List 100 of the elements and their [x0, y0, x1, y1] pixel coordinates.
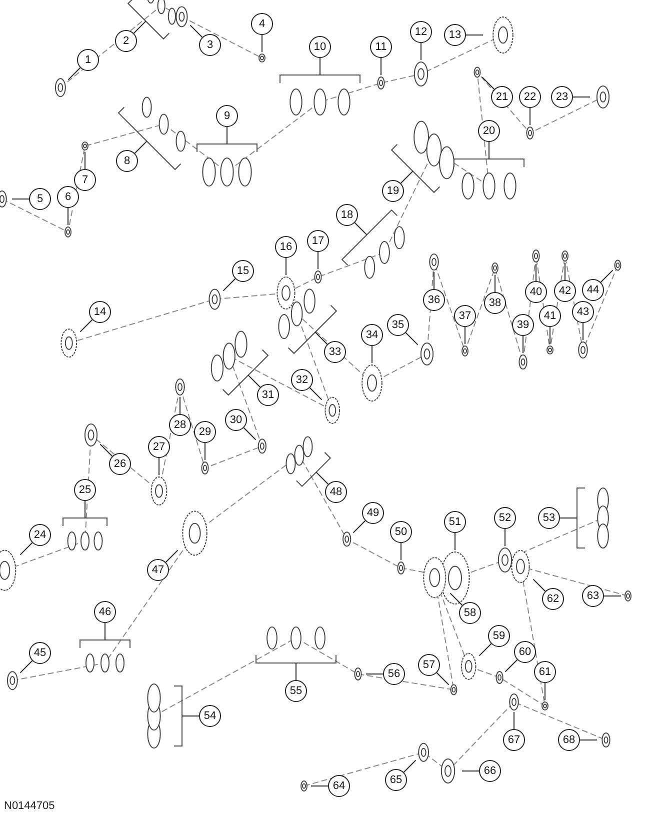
callout-number: 44 — [582, 279, 604, 301]
leader-line — [100, 444, 113, 457]
callout-number: 64 — [328, 775, 350, 797]
leader-line — [165, 550, 178, 563]
callout-number: 12 — [410, 21, 432, 43]
leader-line — [482, 76, 495, 90]
callout-number: 26 — [109, 453, 131, 475]
leader-line — [420, 42, 422, 60]
leader-line — [478, 643, 492, 656]
leader-line — [20, 542, 33, 556]
leader-line — [405, 332, 418, 346]
leader-line — [454, 532, 456, 550]
callout-number: 65 — [385, 769, 407, 791]
leader-line — [309, 387, 322, 400]
callout-number: 47 — [147, 559, 169, 581]
callout-number: 35 — [387, 314, 409, 336]
callout-number: 19 — [382, 180, 404, 202]
callout-number: 58 — [459, 602, 481, 624]
callout-number: 5 — [29, 188, 51, 210]
callout-number: 56 — [383, 663, 405, 685]
callout-number: 68 — [558, 729, 580, 751]
leader-line — [504, 528, 506, 546]
leader-line — [582, 322, 584, 340]
callout-number: 33 — [324, 341, 346, 363]
leader-line — [134, 140, 148, 154]
leader-line — [462, 770, 480, 772]
leader-line — [488, 142, 490, 160]
callout-number: 57 — [418, 654, 440, 676]
leader-line — [564, 262, 566, 280]
leader-line — [450, 592, 463, 606]
callout-number: 54 — [199, 705, 221, 727]
leader-line — [354, 222, 368, 236]
callout-number: 11 — [370, 36, 392, 58]
callout-number: 21 — [491, 86, 513, 108]
leader-line — [504, 659, 518, 672]
callout-number: 2 — [115, 30, 137, 52]
callout-number: 67 — [503, 729, 525, 751]
leader-line — [222, 278, 236, 292]
callout-number: 38 — [484, 292, 506, 314]
callout-number: 27 — [148, 436, 170, 458]
leader-line — [12, 198, 30, 200]
callout-number: 20 — [478, 120, 500, 142]
callout-number: 15 — [232, 260, 254, 282]
callout-number: 51 — [444, 511, 466, 533]
callout-number: 10 — [309, 36, 331, 58]
callout-number: 29 — [194, 421, 216, 443]
callout-number: 53 — [538, 507, 560, 529]
callout-number: 39 — [512, 314, 534, 336]
callout-number: 42 — [554, 280, 576, 302]
leader-line — [68, 67, 81, 80]
leader-line — [84, 152, 86, 170]
leader-line — [80, 319, 93, 332]
leader-line — [84, 500, 86, 518]
leader-line — [403, 760, 416, 773]
leader-line — [572, 96, 590, 98]
leader-line — [204, 442, 206, 460]
callout-number: 41 — [539, 305, 561, 327]
leader-line — [400, 170, 414, 184]
callout-number: 46 — [94, 601, 116, 623]
callout-number: 32 — [291, 369, 313, 391]
callout-number: 45 — [29, 642, 51, 664]
leader-line — [400, 542, 402, 560]
callout-number: 6 — [57, 186, 79, 208]
leader-line — [380, 58, 382, 76]
leader-line — [436, 672, 450, 686]
leader-line — [464, 326, 466, 344]
callout-number: 16 — [275, 236, 297, 258]
callout-number: 49 — [362, 502, 384, 524]
callout-number: 36 — [423, 289, 445, 311]
leader-line — [243, 427, 256, 440]
callout-number: 18 — [336, 204, 358, 226]
leader-line — [532, 578, 546, 592]
callout-number: 66 — [479, 760, 501, 782]
leader-line — [352, 520, 366, 534]
figure-number: N0144705 — [4, 800, 55, 812]
leader-line — [494, 274, 496, 292]
callout-number: 48 — [325, 481, 347, 503]
callout-number: 3 — [199, 34, 221, 56]
callout-number: 13 — [444, 24, 466, 46]
callout-number: 40 — [525, 281, 547, 303]
callout-number: 8 — [116, 150, 138, 172]
callout-number: 4 — [251, 13, 273, 35]
leader-line — [314, 332, 328, 345]
callout-number: 61 — [534, 661, 556, 683]
callout-number: 24 — [29, 524, 51, 546]
leader-line — [133, 20, 146, 34]
callout-number: 37 — [454, 305, 476, 327]
callout-number: 34 — [361, 324, 383, 346]
callout-number: 28 — [169, 414, 191, 436]
leader-line — [544, 682, 546, 700]
callout-number: 17 — [307, 230, 329, 252]
leader-line — [466, 34, 484, 36]
callout-number: 59 — [488, 625, 510, 647]
callout-number: 22 — [519, 86, 541, 108]
leader-line — [104, 622, 106, 640]
leader-line — [316, 472, 329, 485]
callout-number: 60 — [514, 641, 536, 663]
callout-number: 23 — [551, 86, 573, 108]
callout-number: 55 — [285, 680, 307, 702]
leader-line — [522, 336, 524, 354]
